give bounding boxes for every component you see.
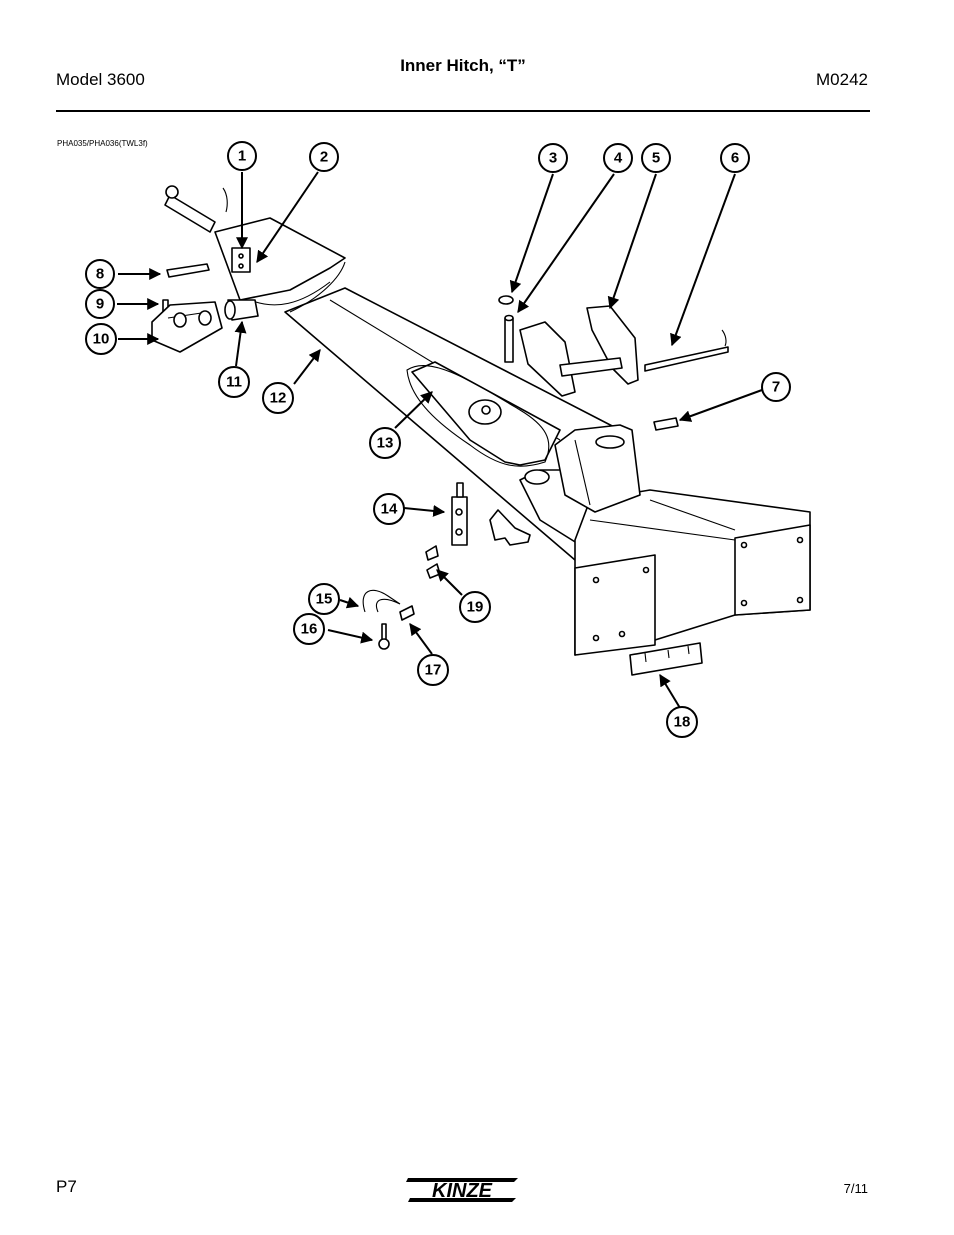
svg-text:7: 7 (772, 379, 780, 396)
svg-text:16: 16 (301, 621, 318, 638)
callout-5: 5 (641, 143, 671, 173)
leader-lines (117, 171, 763, 709)
callout-18: 18 (666, 706, 698, 738)
svg-text:10: 10 (93, 331, 110, 348)
callout-8: 8 (85, 259, 115, 289)
svg-text:1: 1 (238, 148, 246, 165)
callout-11: 11 (218, 366, 250, 398)
callout-1: 1 (227, 141, 257, 171)
callout-10: 10 (85, 323, 117, 355)
svg-text:6: 6 (731, 150, 739, 167)
small-parts (151, 263, 259, 353)
svg-text:11: 11 (226, 374, 242, 391)
revision-date: 7/11 (843, 1181, 868, 1196)
callout-17: 17 (417, 654, 449, 686)
svg-text:8: 8 (96, 266, 104, 283)
svg-text:13: 13 (377, 435, 394, 452)
svg-text:3: 3 (549, 150, 557, 167)
callout-2: 2 (309, 142, 339, 172)
upper-parts (498, 295, 729, 431)
figure-code: PHA035/PHA036(TWL3f) (57, 139, 148, 148)
callout-15: 15 (308, 583, 340, 615)
svg-text:4: 4 (614, 150, 623, 167)
clevis-plate (524, 424, 641, 513)
svg-text:KINZE: KINZE (432, 1180, 493, 1202)
callout-3: 3 (538, 143, 568, 173)
callout-13: 13 (369, 427, 401, 459)
svg-text:5: 5 (652, 150, 660, 167)
page-title: Inner Hitch, “T” (400, 56, 526, 75)
lower-small-parts (362, 482, 703, 676)
svg-text:9: 9 (96, 296, 104, 313)
model-label: Model 3600 (56, 70, 145, 89)
svg-text:19: 19 (467, 599, 484, 616)
callout-7: 7 (761, 372, 791, 402)
svg-text:12: 12 (270, 390, 287, 407)
callout-9: 9 (85, 289, 115, 319)
svg-text:2: 2 (320, 149, 328, 166)
callout-6: 6 (720, 143, 750, 173)
callout-19: 19 (459, 591, 491, 623)
page-number: P7 (56, 1177, 77, 1196)
header-rule (56, 110, 870, 112)
front-hitch-pin (164, 185, 251, 273)
svg-text:15: 15 (316, 591, 333, 608)
callout-14: 14 (373, 493, 405, 525)
callout-12: 12 (262, 382, 294, 414)
kinze-logo: KINZE (406, 1178, 518, 1202)
callout-16: 16 (293, 613, 325, 645)
callout-4: 4 (603, 143, 633, 173)
svg-text:18: 18 (674, 714, 691, 731)
svg-text:14: 14 (381, 501, 398, 518)
document-number: M0242 (816, 70, 868, 89)
svg-text:17: 17 (425, 662, 442, 679)
hitch-crossbar (574, 489, 811, 656)
